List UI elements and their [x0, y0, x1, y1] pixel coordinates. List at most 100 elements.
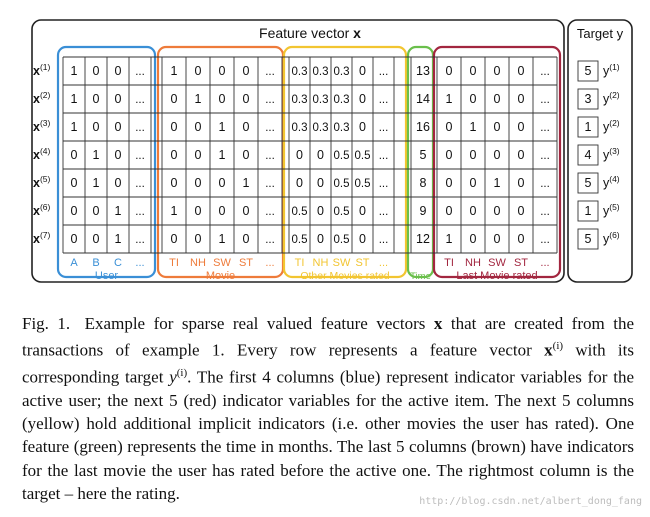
watermark: http://blog.csdn.net/albert_dong_fang — [419, 496, 642, 507]
cell-other: 0.5 — [334, 150, 350, 162]
cell-last: ... — [540, 206, 550, 218]
tick-label-last: SW — [488, 257, 506, 269]
target-value: 5 — [585, 176, 592, 190]
cell-movie: 0 — [171, 120, 178, 134]
cell-other: ... — [379, 94, 389, 106]
cell-other: 0.3 — [292, 122, 308, 134]
cell-movie: 1 — [243, 176, 250, 190]
row-label: x(7) — [33, 230, 51, 246]
cell-movie: 1 — [171, 64, 178, 78]
cell-movie: 0 — [243, 148, 250, 162]
group-name-other: Other Movies rated — [300, 270, 389, 282]
caption-text-2: that are created from the transactions o… — [22, 314, 634, 360]
target-label-symbol: y — [603, 120, 610, 134]
target-label: y(3) — [603, 146, 620, 162]
target-cell-box — [577, 60, 599, 82]
cell-last: 1 — [470, 120, 477, 134]
cell-movie: 0 — [171, 92, 178, 106]
group-name-user: User — [95, 270, 119, 282]
target-value: 4 — [585, 148, 592, 162]
cell-last: 0 — [446, 176, 453, 190]
cell-other: 0.5 — [334, 178, 350, 190]
cell-other: 0 — [359, 64, 366, 78]
cell-other: 0 — [317, 176, 324, 190]
target-label: y(2) — [603, 118, 620, 134]
cell-user: 1 — [93, 148, 100, 162]
tick-label-movie: SW — [213, 257, 231, 269]
caption-x-symbol: x — [433, 314, 443, 333]
target-value: 3 — [585, 92, 592, 106]
cell-user: 1 — [115, 204, 122, 218]
tick-label-last: ST — [514, 257, 528, 269]
row-label-symbol: x — [33, 232, 40, 246]
cell-time: 13 — [416, 64, 430, 78]
row-label-superscript: (5) — [40, 174, 51, 184]
target-label-superscript: (3) — [609, 146, 620, 156]
target-label-symbol: y — [603, 92, 610, 106]
target-label-superscript: (2) — [609, 90, 620, 100]
cell-last: 0 — [518, 204, 525, 218]
cell-other: 0 — [359, 232, 366, 246]
cell-user: 0 — [115, 176, 122, 190]
target-label: y(1) — [603, 62, 620, 78]
cell-last: ... — [540, 234, 550, 246]
cell-movie: ... — [265, 122, 275, 134]
cell-other: 0 — [296, 176, 303, 190]
cell-other: ... — [379, 178, 389, 190]
caption-text-3: with its corresponding target — [22, 340, 634, 387]
cell-last: 0 — [518, 64, 525, 78]
caption-y-symbol: y — [169, 367, 177, 387]
feature-vector-title-text: Feature vector — [259, 25, 353, 41]
cell-other: 0.5 — [334, 234, 350, 246]
cell-other: 0 — [359, 120, 366, 134]
row-label-symbol: x — [33, 176, 40, 190]
cell-last: 0 — [494, 204, 501, 218]
row-label: x(1) — [33, 62, 51, 78]
target-label-superscript: (2) — [609, 118, 620, 128]
cell-movie: 0 — [171, 148, 178, 162]
cell-other: 0.3 — [334, 122, 350, 134]
cell-movie: 1 — [219, 232, 226, 246]
row-label-superscript: (2) — [40, 90, 51, 100]
cell-movie: 0 — [243, 92, 250, 106]
cell-movie: 0 — [219, 204, 226, 218]
cell-other: 0.3 — [292, 66, 308, 78]
cell-last: ... — [540, 66, 550, 78]
cell-other: ... — [379, 66, 389, 78]
cell-user: 1 — [115, 232, 122, 246]
cell-user: 0 — [115, 64, 122, 78]
tick-label-last: TI — [444, 257, 454, 269]
cell-user: 0 — [71, 176, 78, 190]
cell-user: 1 — [71, 120, 78, 134]
cell-user: 0 — [71, 204, 78, 218]
cell-last: 0 — [494, 232, 501, 246]
cell-other: 0 — [359, 204, 366, 218]
cell-last: 0 — [446, 120, 453, 134]
cell-other: 0.3 — [334, 66, 350, 78]
target-label: y(2) — [603, 90, 620, 106]
tick-label-user: A — [70, 257, 78, 269]
tick-label-user: ... — [135, 257, 144, 269]
cell-user: 0 — [93, 120, 100, 134]
cell-other: 0 — [317, 148, 324, 162]
tick-label-movie: NH — [190, 257, 206, 269]
group-box-user — [56, 45, 157, 279]
cell-last: 0 — [470, 64, 477, 78]
row-label-symbol: x — [33, 92, 40, 106]
target-value: 5 — [585, 64, 592, 78]
cell-time: 14 — [416, 92, 430, 106]
cell-other: 0.3 — [334, 94, 350, 106]
cell-last: 0 — [470, 232, 477, 246]
cell-last: 0 — [470, 176, 477, 190]
row-label-superscript: (4) — [40, 146, 51, 156]
target-label: y(6) — [603, 230, 620, 246]
group-box-last — [432, 45, 562, 279]
target-label: y(4) — [603, 174, 620, 190]
row-label-symbol: x — [33, 204, 40, 218]
caption-text-1: Example for sparse real valued feature v… — [84, 314, 434, 333]
cell-other: 0.5 — [355, 150, 371, 162]
feature-vector-symbol: x — [353, 25, 361, 41]
row-label-superscript: (1) — [40, 62, 51, 72]
cell-other: ... — [379, 206, 389, 218]
target-label-symbol: y — [603, 176, 610, 190]
